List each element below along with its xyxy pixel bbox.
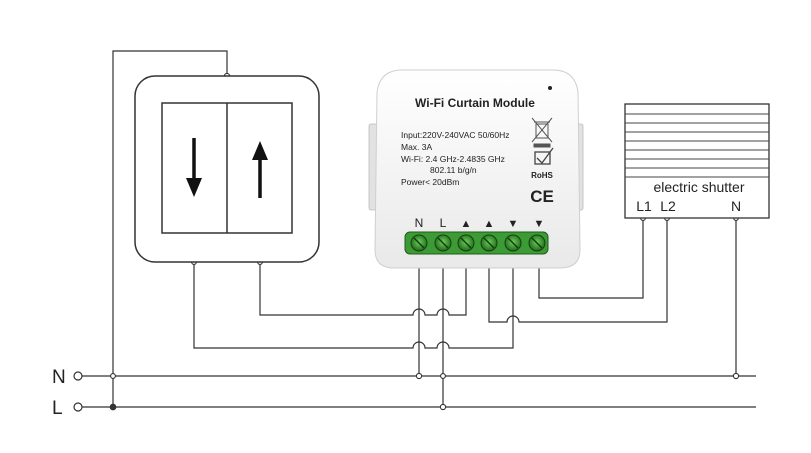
junction xyxy=(110,373,116,379)
module-title: Wi-Fi Curtain Module xyxy=(415,96,535,110)
junction xyxy=(109,403,117,411)
spec-power: Power< 20dBm xyxy=(401,177,459,187)
electric-shutter: electric shutter L1 L2 N xyxy=(624,103,770,219)
terminal-label-up-2: ▲ xyxy=(484,218,495,230)
shutter-terminal-l2: L2 xyxy=(660,198,676,214)
junction xyxy=(415,372,423,380)
curtain-module: Wi-Fi Curtain Module Input:220V-240VAC 5… xyxy=(368,69,584,269)
supply-n-terminal xyxy=(73,371,83,381)
compliance-check-icon xyxy=(534,147,554,165)
shutter-label: electric shutter xyxy=(653,179,744,195)
switch-feed-wire xyxy=(112,50,228,407)
weee-bin-icon xyxy=(531,117,553,148)
status-led xyxy=(548,86,552,90)
down-arrow-icon xyxy=(186,138,202,197)
shutter-slats xyxy=(625,113,769,178)
supply-l-terminal xyxy=(73,402,83,412)
screw-slots xyxy=(413,237,543,249)
wall-switch xyxy=(134,75,320,263)
junction xyxy=(732,372,740,380)
ce-mark: CE xyxy=(530,187,554,206)
supply-l-label: L xyxy=(52,398,63,419)
terminal-label-n: N xyxy=(415,216,424,230)
spec-input: Input:220V-240VAC 50/60Hz xyxy=(401,130,510,140)
spec-max: Max. 3A xyxy=(401,142,433,152)
junction xyxy=(439,403,447,411)
junction xyxy=(440,373,446,379)
switch-up-wire xyxy=(259,245,467,316)
supply-n-label: N xyxy=(52,367,66,388)
motor-l1-wire xyxy=(538,218,644,299)
supply-terminals: N L xyxy=(52,367,83,419)
shutter-terminal-n: N xyxy=(731,198,741,214)
spec-standard: 802.11 b/g/n xyxy=(430,165,477,175)
up-arrow-icon xyxy=(252,141,268,198)
shutter-terminal-l1: L1 xyxy=(636,198,652,214)
terminal-label-down-2: ▼ xyxy=(534,218,545,230)
rohs-mark: RoHS xyxy=(531,171,553,180)
terminal-label-down-1: ▼ xyxy=(508,218,519,230)
motor-l2-wire xyxy=(488,218,668,323)
switch-down-wire xyxy=(193,245,514,349)
terminal-label-up-1: ▲ xyxy=(461,218,472,230)
module-body xyxy=(374,69,581,269)
terminal-label-l: L xyxy=(440,216,447,230)
spec-wifi: Wi-Fi: 2.4 GHz-2.4835 GHz xyxy=(401,154,505,164)
